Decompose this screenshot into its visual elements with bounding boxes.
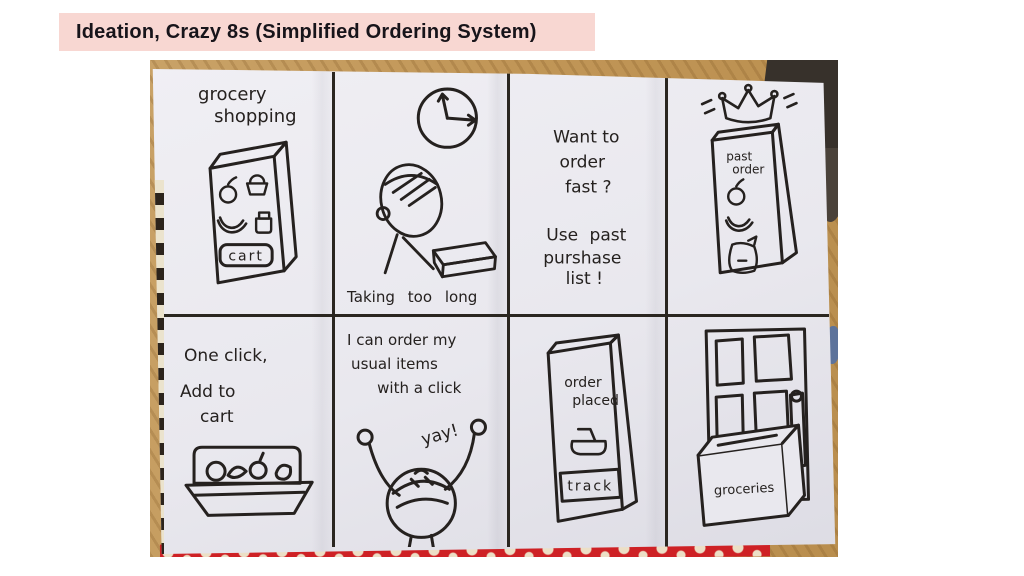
apple-icon xyxy=(727,178,746,206)
panel-want-to-order-fast: Want to order fast ? Use past purshase l… xyxy=(510,72,666,314)
parcel-icon xyxy=(432,241,498,279)
crazy8s-paper-sheet: grocery shopping xyxy=(152,68,836,555)
panel-taking-too-long: Taking too long xyxy=(332,72,510,314)
grocery-box-label: groceries xyxy=(714,481,775,499)
crazy8s-grid: grocery shopping xyxy=(164,72,829,548)
panel-order-placed: order placed track xyxy=(510,317,666,547)
spiral-binding xyxy=(152,180,164,555)
panel3-line6: list ! xyxy=(565,269,602,289)
panel6-line3: with a click xyxy=(377,379,462,397)
panel3-line5: purshase xyxy=(543,249,621,269)
sketch-photo: grocery shopping xyxy=(150,60,838,557)
panel6-cheer: yay! xyxy=(419,420,461,450)
panel2-caption: Taking too long xyxy=(346,288,477,306)
panel-grocery-shopping: grocery shopping xyxy=(164,72,332,314)
panel7-screen-line1: order xyxy=(564,375,602,391)
panel3-line4: Use past xyxy=(546,226,626,246)
panel6-line1: I can order my xyxy=(347,331,456,349)
panel3-line2: order xyxy=(559,152,605,172)
bowl-of-groceries-sketch xyxy=(184,445,314,517)
panel1-caption-line1: grocery xyxy=(198,84,267,105)
panel4-screen-line1: past xyxy=(727,149,753,163)
crown-icon xyxy=(701,83,799,124)
cart-button-label: cart xyxy=(228,249,264,265)
panel3-line3: fast ? xyxy=(565,177,611,197)
person-waiting-sketch xyxy=(375,163,444,275)
panel4-screen-line2: order xyxy=(733,162,765,176)
phone-sketch xyxy=(711,122,799,275)
page-title: Ideation, Crazy 8s (Simplified Ordering … xyxy=(76,20,537,43)
basket-icon xyxy=(245,174,269,196)
track-button-label: track xyxy=(567,478,613,494)
panel7-screen-line2: placed xyxy=(572,393,619,409)
track-button-sketch: track xyxy=(558,467,622,503)
panel-doorstep-delivery: groceries xyxy=(665,316,829,548)
panel5-line1: One click, xyxy=(184,346,267,366)
panel-one-click-add-to-cart: One click, Add to cart xyxy=(164,317,332,547)
phone-sketch xyxy=(546,333,638,523)
bag-icon xyxy=(728,235,759,274)
apple-icon xyxy=(218,176,238,204)
truck-icon xyxy=(570,427,607,456)
bananas-icon xyxy=(725,216,754,232)
panel5-line3: cart xyxy=(200,407,234,427)
panel3-text: Want to order fast ? Use past purshase l… xyxy=(543,127,626,289)
panel-past-order: past order xyxy=(665,72,829,314)
panel-usual-items-with-click: I can order my usual items with a click … xyxy=(332,316,510,548)
clock-icon xyxy=(416,87,479,149)
jar-icon xyxy=(254,211,273,234)
grocery-box-sketch xyxy=(696,423,807,527)
panel3-line1: Want to xyxy=(553,127,619,147)
phone-sketch xyxy=(208,140,298,285)
panel5-line2: Add to xyxy=(180,382,235,402)
title-banner: Ideation, Crazy 8s (Simplified Ordering … xyxy=(59,13,595,51)
cart-button-sketch: cart xyxy=(218,243,274,268)
bananas-icon xyxy=(216,216,248,234)
cheering-person-sketch xyxy=(356,418,488,548)
panel1-caption-line2: shopping xyxy=(214,106,297,127)
panel6-line2: usual items xyxy=(351,355,438,373)
